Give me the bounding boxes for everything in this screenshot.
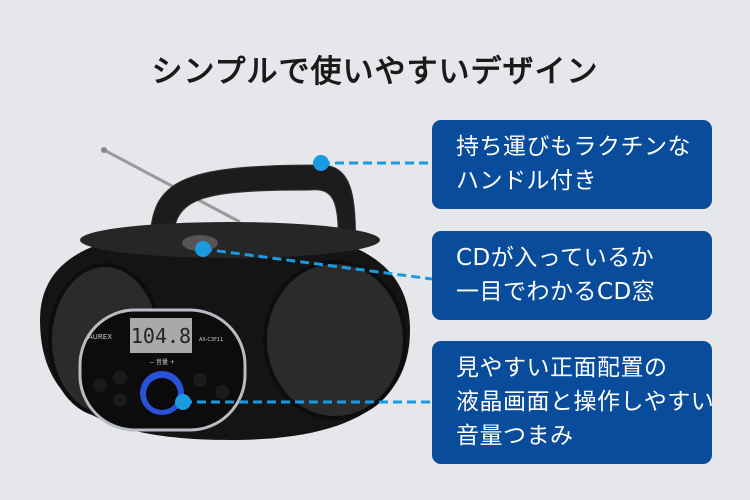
leader-dot-2 [195, 241, 211, 257]
callout-line: 持ち運びもラクチンな [456, 134, 691, 160]
callout-line: ハンドル付き [456, 168, 597, 194]
callout-front-panel: 見やすい正面配置の 液晶画面と操作しやすい 音量つまみ [432, 341, 715, 464]
callout-leaders [183, 161, 433, 404]
button[interactable] [113, 371, 127, 385]
volume-label: − 音量 + [149, 358, 175, 366]
model-label: AX-C3F11 [199, 337, 223, 343]
page-title: シンプルで使いやすいデザイン [151, 54, 599, 90]
button[interactable] [93, 378, 107, 392]
button[interactable] [215, 385, 229, 399]
callout-line: 液晶画面と操作しやすい [456, 389, 715, 415]
brand-logo: AUREX [88, 333, 112, 341]
volume-knob[interactable] [146, 378, 178, 410]
lcd-value: 104.8 [131, 324, 191, 348]
callout-line: 見やすい正面配置の [456, 355, 668, 381]
leader-dot-3 [175, 394, 191, 410]
button[interactable] [193, 373, 207, 387]
callout-cd-window: CDが入っているか 一目でわかるCD窓 [432, 231, 712, 320]
callout-line: 一目でわかるCD窓 [456, 279, 656, 305]
callout-handle: 持ち運びもラクチンな ハンドル付き [432, 120, 712, 209]
callout-line: CDが入っているか [456, 245, 655, 271]
leader-line-2 [202, 247, 433, 281]
antenna [103, 148, 241, 224]
right-speaker [263, 260, 407, 420]
lcd-display [130, 318, 192, 353]
leader-dot-1 [313, 155, 329, 171]
button[interactable] [113, 393, 127, 407]
callout-line: 音量つまみ [456, 423, 574, 449]
